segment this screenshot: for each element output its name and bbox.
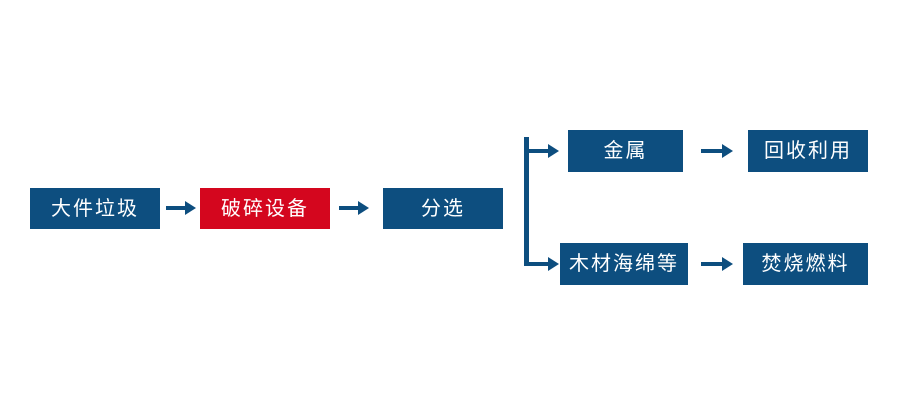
node-metal[interactable]: 金属 (568, 130, 683, 172)
arrow-head (548, 144, 559, 158)
node-incineration-fuel[interactable]: 焚烧燃料 (743, 243, 868, 285)
branch-arrow-wood-icon (524, 255, 559, 273)
sorting-split-bracket (524, 137, 529, 266)
arrow-metal-to-recycling-icon (701, 142, 733, 160)
arrow-shaft (524, 262, 550, 266)
arrow-waste-to-crusher-icon (166, 199, 196, 217)
arrow-shaft (166, 206, 187, 210)
arrow-shaft (339, 206, 360, 210)
arrow-head (358, 201, 369, 215)
arrow-shaft (701, 262, 724, 266)
node-sorting[interactable]: 分选 (383, 188, 503, 229)
arrow-wood-to-fuel-icon (701, 255, 733, 273)
arrow-shaft (701, 149, 724, 153)
node-crushing-equipment[interactable]: 破碎设备 (200, 188, 330, 229)
arrow-head (185, 201, 196, 215)
node-bulky-waste[interactable]: 大件垃圾 (30, 188, 160, 229)
arrow-head (722, 257, 733, 271)
node-wood-sponge-etc[interactable]: 木材海绵等 (560, 243, 688, 285)
arrow-crusher-to-sorting-icon (339, 199, 369, 217)
branch-arrow-metal-icon (524, 142, 559, 160)
arrow-shaft (524, 149, 550, 153)
node-recycling-reuse[interactable]: 回收利用 (748, 130, 868, 172)
arrow-head (548, 257, 559, 271)
arrow-head (722, 144, 733, 158)
